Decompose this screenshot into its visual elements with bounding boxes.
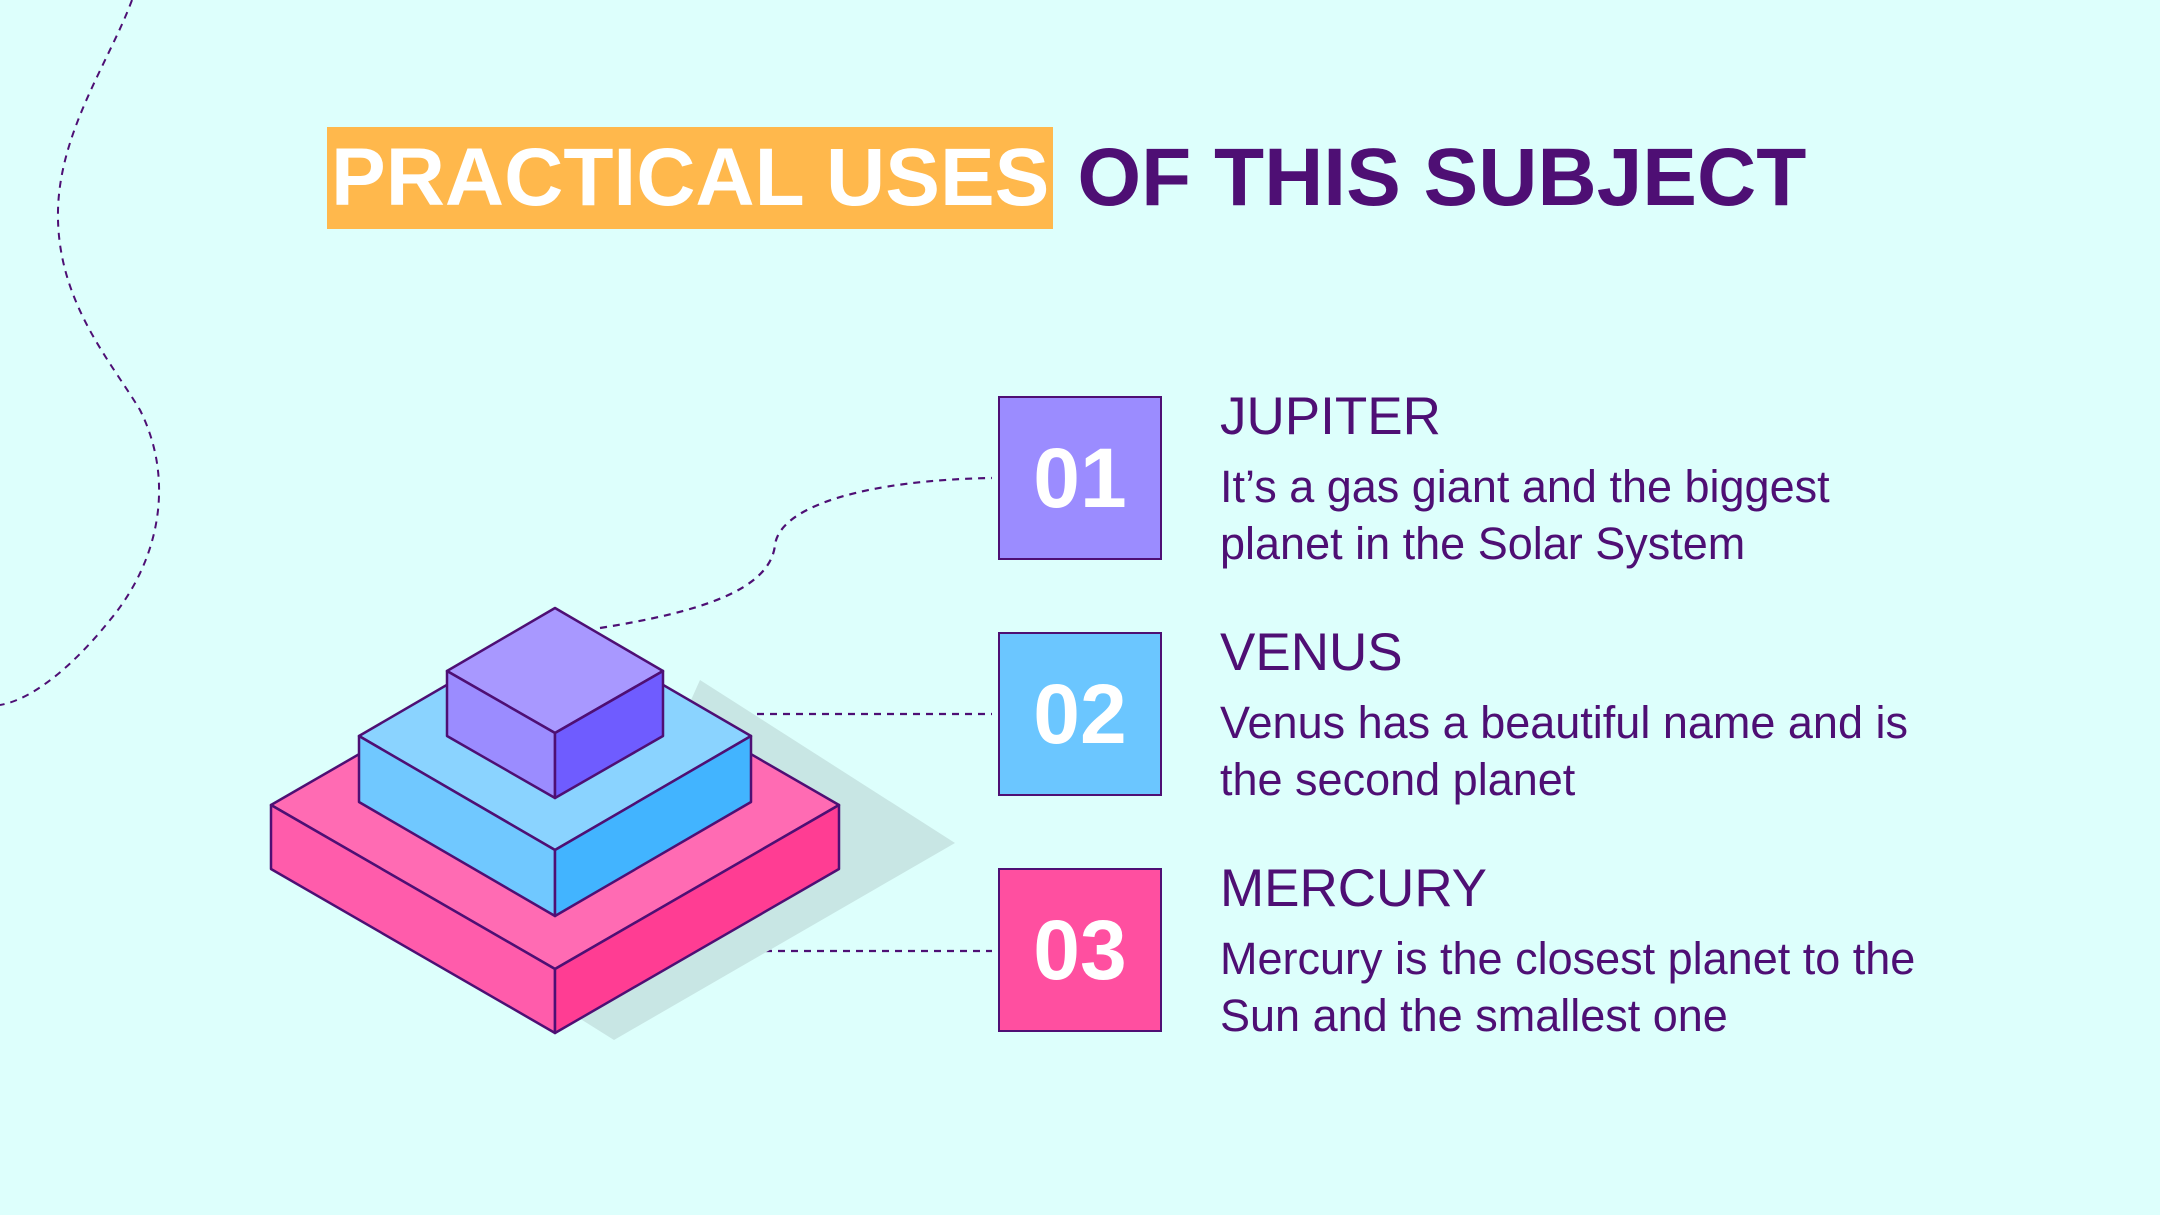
pyramid-layer-top (445, 606, 665, 800)
item-description-jupiter: It’s a gas giant and the biggest planet … (1220, 461, 1830, 569)
number-box-3: 03 (998, 868, 1162, 1032)
connector-line-1 (599, 476, 993, 630)
number-box-1: 01 (998, 396, 1162, 560)
decorative-dashed-curve (0, 0, 161, 706)
number-box-2: 02 (998, 632, 1162, 796)
title-highlight: PRACTICAL USES (327, 127, 1054, 229)
item-title-jupiter: JUPITER (1220, 387, 1441, 446)
item-title-mercury: MERCURY (1220, 859, 1487, 918)
item-description-mercury: Mercury is the closest planet to the Sun… (1220, 933, 1916, 1041)
title-rest: OF THIS SUBJECT (1077, 132, 1807, 223)
item-title-venus: VENUS (1220, 623, 1403, 682)
item-description-venus: Venus has a beautiful name and is the se… (1220, 697, 1908, 805)
page-title: PRACTICAL USES OF THIS SUBJECT (327, 126, 1806, 230)
